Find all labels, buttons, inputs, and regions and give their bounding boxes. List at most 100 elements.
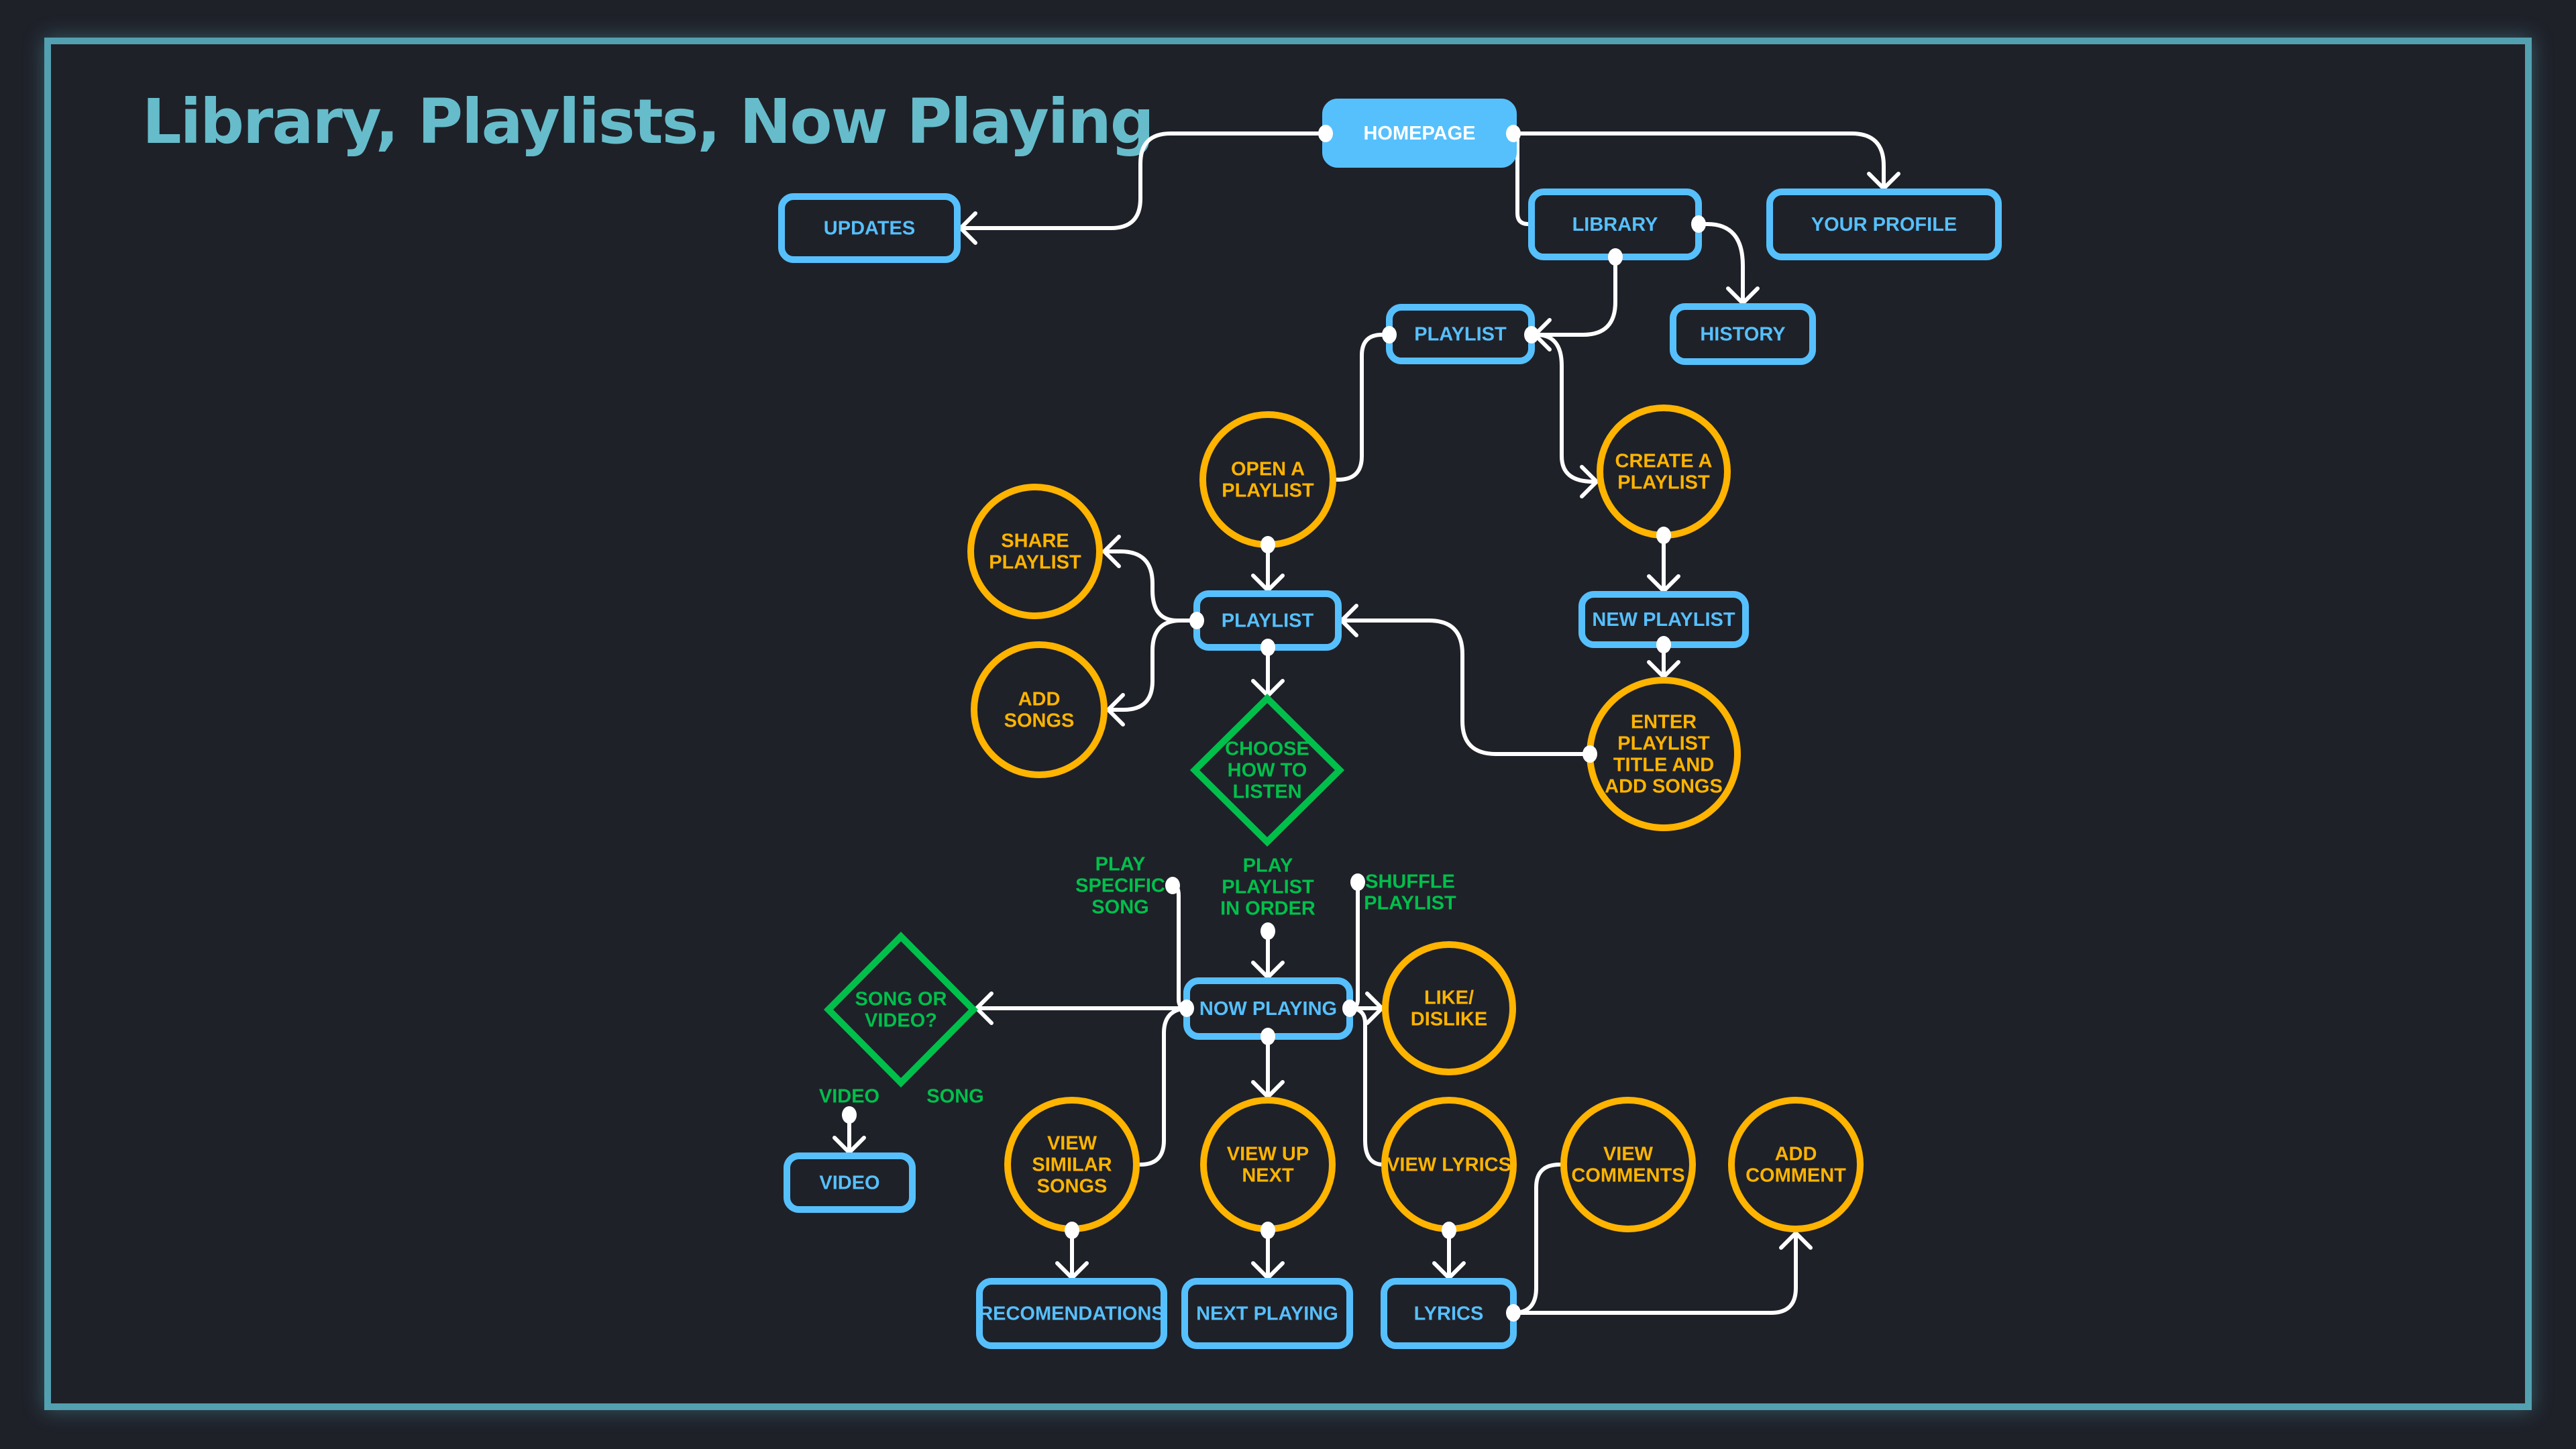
node-view-lyrics[interactable]: VIEW LYRICS	[1381, 1097, 1517, 1232]
connector-dot	[1582, 745, 1597, 763]
connector-dot	[1382, 326, 1397, 343]
node-like-dislike[interactable]: LIKE/DISLIKE	[1382, 941, 1516, 1075]
node-homepage-label: HOMEPAGE	[1363, 123, 1475, 144]
node-new-playlist[interactable]: NEW PLAYLIST	[1578, 591, 1749, 648]
connector-dot	[1656, 527, 1671, 544]
connector-playlist_top-to-open_playlist	[1333, 333, 1391, 482]
node-add-songs-label: ADD	[1018, 689, 1061, 710]
node-lyrics[interactable]: LYRICS	[1381, 1278, 1517, 1349]
connector-dot	[1442, 1222, 1456, 1239]
node-like-dislike-label: LIKE/	[1424, 987, 1474, 1009]
branch-play-specific-label: SPECIFIC	[1075, 875, 1165, 897]
connector-dot	[1260, 536, 1275, 553]
node-view-similar-label: SIMILAR	[1032, 1155, 1112, 1176]
connector-dot	[1260, 1028, 1275, 1045]
arrowhead-icon	[1779, 1231, 1813, 1250]
node-view-comments-label: COMMENTS	[1571, 1165, 1684, 1187]
page-title: Library, Playlists, Now Playing	[142, 86, 1155, 158]
node-video[interactable]: VIDEO	[784, 1152, 916, 1213]
connector-dot	[1260, 1222, 1275, 1239]
branch-shuffle-label: SHUFFLE	[1365, 871, 1455, 893]
node-library[interactable]: LIBRARY	[1528, 189, 1702, 260]
node-homepage[interactable]: HOMEPAGE	[1322, 99, 1517, 168]
node-like-dislike-label: DISLIKE	[1411, 1009, 1487, 1030]
connector-library-to-history	[1697, 222, 1745, 305]
connector-library-to-playlist_top	[1533, 255, 1617, 337]
connector-dot	[1506, 1304, 1521, 1322]
node-your-profile-label: YOUR PROFILE	[1811, 214, 1957, 235]
branch-play-in-order-label: IN ORDER	[1220, 898, 1316, 920]
node-enter-playlist-label: ENTER	[1631, 712, 1697, 733]
branch-shuffle-label: PLAYLIST	[1364, 893, 1456, 914]
connector-now_playing-to-view_lyrics	[1350, 1006, 1385, 1167]
node-choose-listen-label: LISTEN	[1232, 782, 1301, 803]
node-next-playing[interactable]: NEXT PLAYING	[1181, 1278, 1353, 1349]
action-circle	[967, 484, 1103, 619]
branch-play-specific-label: PLAY	[1095, 854, 1146, 875]
branch-video-label: VIDEO	[819, 1086, 879, 1108]
screen-box	[1670, 303, 1816, 365]
node-video-label: VIDEO	[819, 1173, 879, 1194]
connector-dot	[1342, 1000, 1357, 1017]
connector-homepage-to-your_profile	[1511, 131, 1886, 191]
connector-lyrics-to-add_comment	[1511, 1231, 1798, 1315]
connector-homepage-to-updates	[959, 131, 1328, 230]
node-open-playlist-label: PLAYLIST	[1222, 480, 1314, 502]
connector-now_playing-to-view_similar	[1138, 1006, 1189, 1167]
node-playlist-top[interactable]: PLAYLIST	[1386, 304, 1535, 364]
node-recommendations[interactable]: RECOMENDATIONS	[976, 1278, 1167, 1349]
connectors	[833, 131, 1900, 1315]
node-view-comments-label: VIEW	[1603, 1144, 1654, 1165]
connector-lyrics-to-view_comments	[1511, 1163, 1562, 1315]
node-enter-playlist-label: TITLE AND	[1613, 755, 1714, 776]
connector-playlist_mid-to-add_songs	[1106, 619, 1183, 712]
decision-diamond	[1189, 693, 1345, 847]
action-circle	[1382, 941, 1516, 1075]
diagram-frame	[44, 38, 2532, 1410]
node-view-similar-label: VIEW	[1047, 1133, 1097, 1155]
node-your-profile[interactable]: YOUR PROFILE	[1766, 189, 2002, 260]
connector-dot	[1350, 873, 1365, 891]
screen-box	[976, 1278, 1167, 1349]
node-recommendations-label: RECOMENDATIONS	[979, 1303, 1165, 1325]
connector-dot	[1656, 636, 1671, 653]
connector-dot	[1179, 1000, 1194, 1017]
screen-box	[784, 1152, 916, 1213]
node-open-playlist-label: OPEN A	[1231, 459, 1305, 480]
node-updates[interactable]: UPDATES	[778, 193, 961, 263]
node-song-or-video-label: SONG OR	[855, 989, 947, 1010]
node-history-label: HISTORY	[1700, 324, 1785, 345]
action-circle	[971, 641, 1108, 778]
connector-dot	[1165, 877, 1180, 894]
node-share-playlist-label: PLAYLIST	[989, 552, 1081, 574]
node-choose-listen-label: CHOOSE	[1225, 739, 1309, 760]
node-new-playlist-label: NEW PLAYLIST	[1592, 609, 1735, 631]
node-add-comment-label: ADD	[1775, 1144, 1817, 1165]
arrowhead-icon	[1580, 465, 1599, 498]
node-add-songs-label: SONGS	[1004, 710, 1075, 732]
node-history[interactable]: HISTORY	[1670, 303, 1816, 365]
screen-box	[1766, 189, 2002, 260]
node-enter-playlist-label: PLAYLIST	[1617, 733, 1710, 755]
node-choose-listen-label: HOW TO	[1228, 760, 1307, 782]
arrowhead-icon	[1102, 535, 1121, 568]
branch-play-in-order-label: PLAYLIST	[1222, 877, 1314, 898]
node-add-comment-label: COMMENT	[1746, 1165, 1846, 1187]
node-playlist-mid-label: PLAYLIST	[1222, 610, 1314, 632]
node-view-similar-label: SONGS	[1037, 1176, 1108, 1197]
node-next-playing-label: NEXT PLAYING	[1196, 1303, 1338, 1325]
node-view-up-next-label: VIEW UP	[1227, 1144, 1309, 1165]
